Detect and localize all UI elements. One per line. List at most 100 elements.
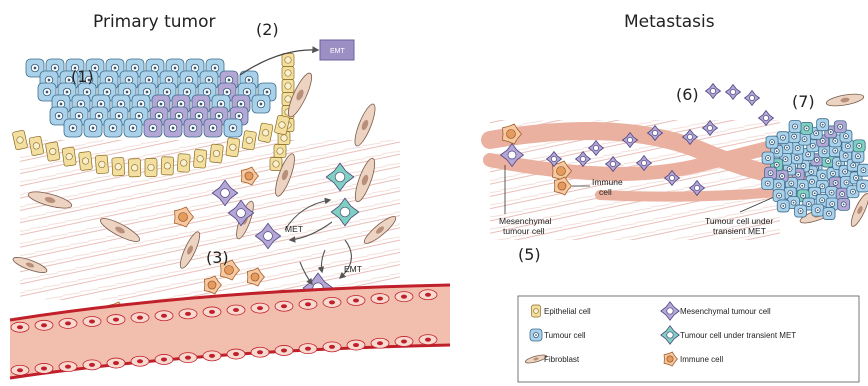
mesenchymal-tumour-cell — [144, 119, 162, 137]
tumour-cell-icon — [530, 329, 542, 341]
endothelial-cell — [59, 362, 77, 372]
primary-tumour-mass — [26, 59, 276, 137]
epithelial-cell — [210, 144, 224, 163]
endothelial-cell — [107, 358, 125, 368]
epithelial-cell — [112, 157, 125, 176]
mesenchymal-tumour-cell — [164, 119, 182, 137]
tumour-cell — [777, 200, 789, 212]
step-3-label: (3) — [206, 248, 229, 267]
svg-text:tumour cell: tumour cell — [503, 226, 545, 236]
endothelial-cell — [203, 307, 221, 317]
step-6-label: (6) — [676, 85, 699, 104]
tumour-cell — [762, 152, 774, 164]
endothelial-cell — [347, 295, 365, 305]
endothelial-cell — [131, 313, 149, 323]
mesenchymal-tumour-cell — [838, 198, 850, 210]
tumour-cell — [766, 136, 778, 148]
epithelial-cell — [193, 149, 206, 168]
svg-text:transient MET: transient MET — [713, 226, 766, 236]
epithelial-cell — [274, 145, 286, 158]
emt-box-label: EMT — [330, 48, 346, 55]
endothelial-cell — [395, 336, 413, 346]
endothelial-cell — [131, 356, 149, 366]
epithelial-cell — [95, 155, 108, 174]
endothelial-cell — [227, 349, 245, 359]
legend-label: Fibroblast — [544, 355, 580, 364]
tumour-cell — [789, 120, 801, 132]
tumour-cell — [857, 180, 868, 192]
tumour-cell — [762, 177, 774, 189]
epithelial-cell — [45, 142, 60, 162]
epithelial-cell — [242, 130, 257, 150]
step-1-label: (1) — [71, 67, 94, 86]
legend: Epithelial cellMesenchymal tumour cellTu… — [518, 296, 859, 382]
epithelial-cell — [282, 80, 294, 93]
endothelial-cell — [203, 351, 221, 361]
endothelial-cell — [179, 353, 197, 363]
mesenchymal-tumour-cell — [745, 91, 760, 106]
endothelial-cell — [251, 347, 269, 357]
step-5-label: (5) — [518, 245, 541, 264]
tumour-cell — [64, 119, 82, 137]
transient-met-cell — [853, 140, 865, 152]
legend-label: Tumour cell — [544, 331, 586, 340]
endothelial-cell — [299, 344, 317, 354]
endothelial-cell — [323, 297, 341, 307]
mesenchymal-tumour-cell — [204, 119, 222, 137]
endothelial-cell — [83, 360, 101, 370]
tumour-cell — [104, 119, 122, 137]
epithelial-cell — [12, 130, 28, 150]
endothelial-cell — [179, 309, 197, 319]
fibroblast — [825, 92, 864, 108]
mesenchymal-tumour-cell — [184, 119, 202, 137]
epithelial-cell — [128, 159, 140, 177]
svg-text:Mesenchymal: Mesenchymal — [499, 216, 552, 226]
legend-item: Immune cell — [664, 352, 723, 366]
endothelial-cell — [299, 299, 317, 309]
legend-item: Tumour cell — [530, 329, 586, 341]
epithelial-cell — [177, 154, 190, 173]
epithelial-cell — [270, 158, 282, 171]
tumour-cell — [823, 208, 835, 220]
mesenchymal-tumour-cell — [726, 85, 741, 100]
epithelial-cell — [258, 123, 273, 143]
svg-text:Tumour cell under: Tumour cell under — [705, 216, 773, 226]
endothelial-cell — [83, 316, 101, 326]
step-2-label: (2) — [256, 20, 279, 39]
endothelial-cell — [227, 305, 245, 315]
endothelial-cell — [35, 363, 53, 373]
endothelial-cell — [35, 320, 53, 330]
endothelial-cell — [323, 342, 341, 352]
endothelial-cell — [59, 318, 77, 328]
epithelial-cell — [79, 151, 93, 170]
legend-label: Immune cell — [680, 355, 723, 364]
epithelial-cell — [282, 54, 294, 67]
legend-item: Epithelial cell — [532, 305, 591, 317]
legend-label: Epithelial cell — [544, 307, 591, 316]
met-label: MET — [285, 224, 303, 234]
metastasis-title: Metastasis — [624, 12, 715, 32]
emt-cycle-label: EMT — [344, 264, 362, 274]
metastatic-colony — [762, 119, 868, 220]
endothelial-cell — [371, 338, 389, 348]
epithelial-cell — [161, 157, 173, 175]
tumour-cell — [124, 119, 142, 137]
tumour-cell — [252, 95, 270, 113]
tumour-cell — [857, 164, 868, 176]
svg-text:cell: cell — [599, 187, 612, 197]
epithelial-cell-icon — [532, 305, 541, 317]
endothelial-cell — [275, 301, 293, 311]
mesenchymal-tumour-cell — [834, 121, 846, 133]
endothelial-cell — [395, 292, 413, 302]
endothelial-cell — [107, 315, 125, 325]
endothelial-cell — [155, 354, 173, 364]
endothelial-cell — [251, 303, 269, 313]
tumour-cell — [224, 119, 242, 137]
tumour-cell — [795, 205, 807, 217]
endothelial-cell — [275, 345, 293, 355]
epithelial-cell — [282, 67, 294, 80]
epithelial-cell — [226, 138, 240, 157]
epithelial-cell — [62, 147, 76, 166]
endothelial-cell — [347, 340, 365, 350]
